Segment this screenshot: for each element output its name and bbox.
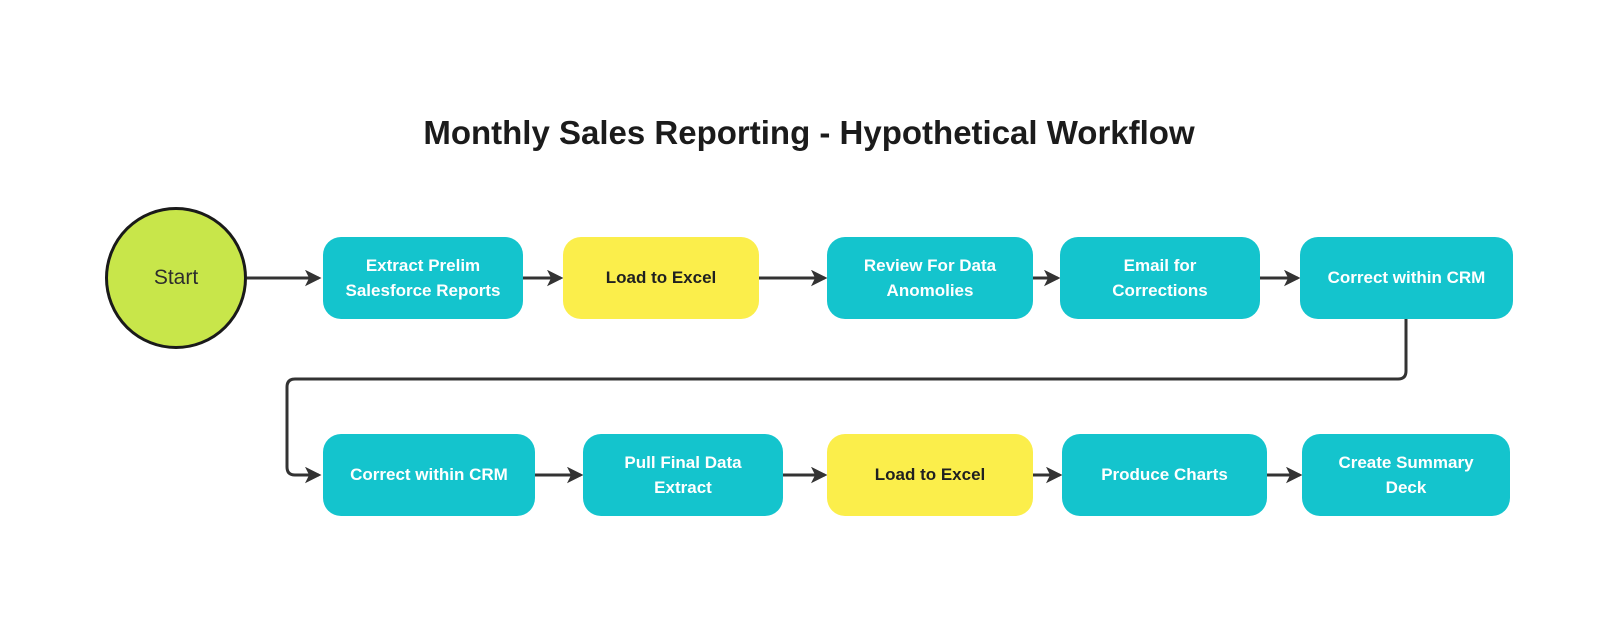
flow-node-label: Load to Excel [874, 465, 986, 485]
flow-node-label: Review For Data Anomolies [863, 255, 997, 301]
flow-node-create-deck: Create Summary Deck [1302, 434, 1510, 516]
flow-node-label: Correct within CRM [1327, 268, 1486, 288]
flow-node-label: Create Summary Deck [1338, 452, 1474, 498]
flow-node-label: Produce Charts [1101, 465, 1228, 485]
flow-node-correct-crm-1: Correct within CRM [1300, 237, 1513, 319]
flow-node-produce-charts: Produce Charts [1062, 434, 1267, 516]
flow-node-label: Load to Excel [605, 268, 717, 288]
flow-node-label: Correct within CRM [350, 465, 508, 485]
flow-node-label: Extract Prelim Salesforce Reports [345, 255, 501, 301]
flow-node-label: Pull Final Data Extract [624, 452, 742, 498]
edge-correct-crm-1-to-correct-crm-2 [285, 319, 1408, 484]
diagram-title: Monthly Sales Reporting - Hypothetical W… [423, 114, 1195, 151]
flow-node-correct-crm-2: Correct within CRM [323, 434, 535, 516]
flow-node-label: Start [153, 266, 199, 290]
flow-node-load-excel-1: Load to Excel [563, 237, 759, 319]
flow-node-extract-prelim: Extract Prelim Salesforce Reports [323, 237, 523, 319]
flow-node-load-excel-2: Load to Excel [827, 434, 1033, 516]
flow-node-email-corrections: Email for Corrections [1060, 237, 1260, 319]
flow-node-label: Email for Corrections [1112, 255, 1208, 301]
flow-node-start: Start [105, 207, 247, 349]
flow-node-pull-final: Pull Final Data Extract [583, 434, 783, 516]
flow-node-review-anomolies: Review For Data Anomolies [827, 237, 1033, 319]
